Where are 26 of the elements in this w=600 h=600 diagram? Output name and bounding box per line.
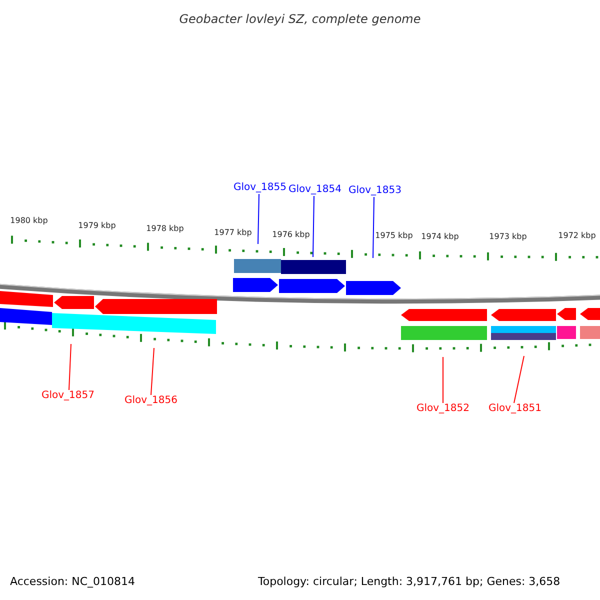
leader-line bbox=[442, 356, 444, 404]
scale-label: 1972 kbp bbox=[558, 231, 596, 241]
gene-label: Glov_1853 bbox=[348, 185, 402, 197]
scale-label: 1975 kbp bbox=[375, 231, 413, 241]
leader-line bbox=[312, 196, 314, 258]
footer-note: Topology: circular; Length: 3,917,761 bp; Genes: 3,658 bbox=[258, 575, 560, 589]
leader-line bbox=[514, 356, 524, 404]
scale-label: 1974 kbp bbox=[421, 232, 459, 242]
leader-line bbox=[258, 194, 260, 244]
gene-label: Glov_1852 bbox=[416, 403, 470, 415]
scale-label: 1980 kbp bbox=[10, 216, 48, 226]
scale-label: 1978 kbp bbox=[146, 224, 184, 234]
scale-label: 1979 kbp bbox=[78, 221, 116, 231]
scale-label: 1976 kbp bbox=[272, 230, 310, 240]
gene-label: Glov_1851 bbox=[488, 403, 542, 415]
footer-note: Accession: NC_010814 bbox=[10, 575, 136, 589]
leader-line bbox=[150, 348, 154, 396]
scale-label: 1973 kbp bbox=[489, 232, 527, 242]
leader-line bbox=[372, 196, 374, 258]
chart-title: Geobacter lovleyi SZ, complete genome bbox=[178, 11, 422, 28]
gene-label: Glov_1857 bbox=[42, 390, 94, 402]
gene-label: Glov_1855 bbox=[234, 182, 286, 194]
scale-label: 1977 kbp bbox=[214, 228, 252, 238]
gene-label: Glov_1854 bbox=[288, 184, 342, 196]
leader-line bbox=[68, 344, 72, 390]
gene-label: Glov_1856 bbox=[124, 395, 178, 407]
